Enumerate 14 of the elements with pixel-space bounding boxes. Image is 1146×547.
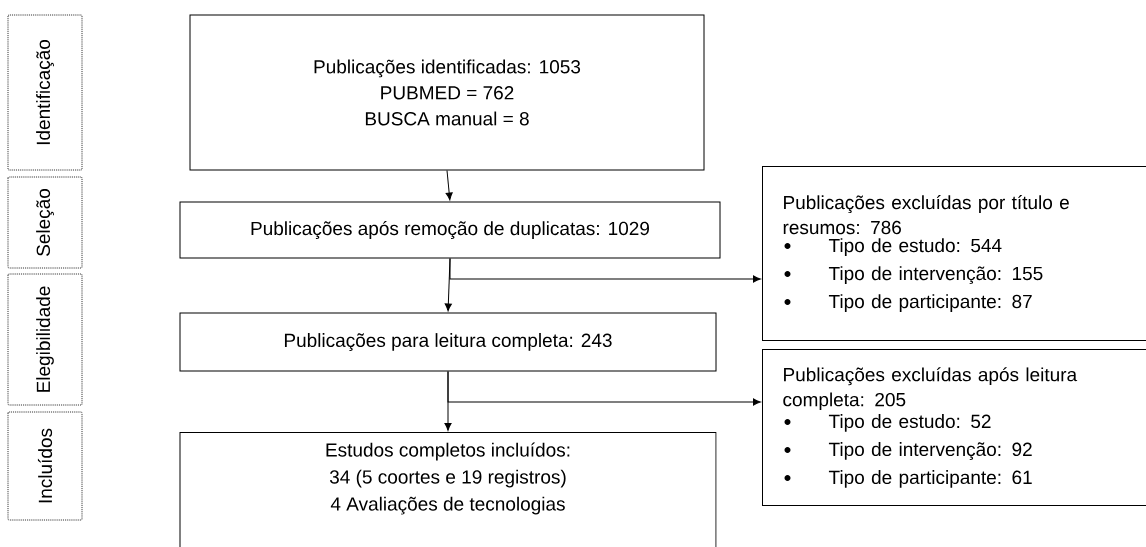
arrow xyxy=(449,258,761,283)
process-box: Publicações identificadas: 1053 PUBMED = 762 BUSCA manual = 8 xyxy=(189,14,705,171)
process-box: Publicações após remoção de duplicatas: 1029 xyxy=(179,201,721,259)
stage-box: Identificação xyxy=(7,14,83,171)
exclusion-box: Publicações excluídas por título e resumos: 786 Tipo de estudo: 544 Tipo de intervenção: 155 Tipo de participante: 87 xyxy=(762,166,1146,341)
process-box: Estudos completos incluídos: 34 (5 coortes e 19 registros) 4 Avaliações de tecnologias xyxy=(179,432,717,547)
exclusion-box: Publicações excluídas após leitura completa: 205 Tipo de estudo: 52 Tipo de intervenção: 92 Tipo de participante: 61 xyxy=(762,349,1146,506)
arrow xyxy=(445,170,453,201)
stage-box: Elegibilidade xyxy=(7,273,83,406)
stage-box: Seleção xyxy=(7,176,83,269)
arrow xyxy=(447,371,761,406)
arrow xyxy=(444,258,452,312)
process-box: Publicações para leitura completa: 243 xyxy=(179,312,717,372)
stage-box: Incluídos xyxy=(7,411,83,521)
